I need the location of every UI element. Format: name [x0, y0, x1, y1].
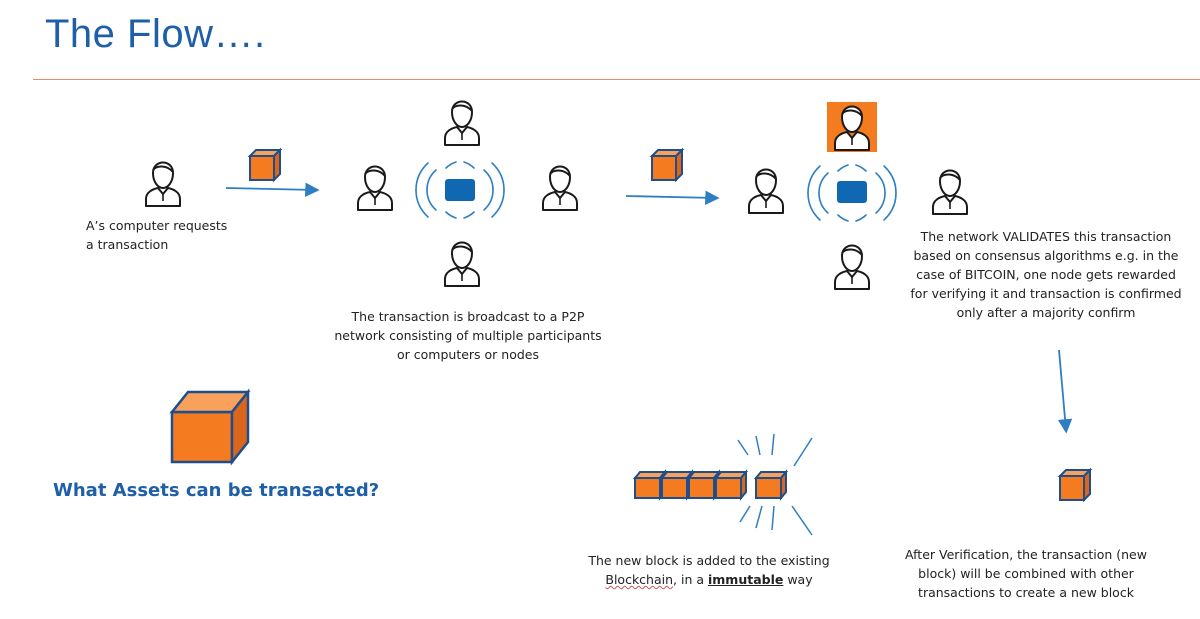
broadcast-node-icon	[445, 179, 475, 201]
validation-node-group	[807, 164, 897, 222]
caption-line: The new block is added to the existing	[588, 553, 830, 568]
new-block-burst-icon	[737, 433, 813, 536]
peer-person-icon-bottom	[444, 241, 480, 287]
broadcast-caption: The transaction is broadcast to a P2P ne…	[318, 307, 618, 364]
peer-person-icon-right	[542, 165, 578, 211]
requester-person-icon	[145, 161, 181, 207]
verify-arrow-icon	[1057, 349, 1073, 434]
caption-line: a transaction	[86, 237, 169, 252]
caption-fragment: way	[783, 572, 813, 587]
asset-cube-icon	[169, 388, 251, 466]
caption-line: only after a majority confirm	[956, 305, 1136, 320]
caption-line: transactions to create a new block	[918, 585, 1134, 600]
title-divider	[33, 79, 1200, 80]
caption-line: The network VALIDATES this transaction	[920, 229, 1172, 244]
new-block-icon	[1059, 469, 1091, 501]
blockchain-chain-icon	[632, 469, 789, 501]
validator-person-icon-bottom	[834, 244, 870, 290]
assets-question[interactable]: What Assets can be transacted?	[53, 480, 380, 501]
caption-line: for verifying it and transaction is conf…	[910, 286, 1182, 301]
validation-node-icon	[837, 181, 867, 203]
blockchain-word: Blockchain	[605, 572, 674, 587]
propagate-arrow-icon	[625, 190, 720, 205]
immutable-word: immutable	[708, 572, 784, 587]
caption-line: A’s computer requests	[86, 218, 228, 233]
broadcast-node-group	[415, 161, 505, 219]
caption-line: case of BITCOIN, one node gets rewarded	[916, 267, 1176, 282]
send-arrow-icon	[225, 182, 320, 197]
caption-fragment: , in a	[673, 572, 708, 587]
request-caption: A’s computer requests a transaction	[86, 216, 227, 254]
caption-line: block) will be combined with other	[918, 566, 1134, 581]
caption-line: based on consensus algorithms e.g. in th…	[913, 248, 1179, 263]
page-title: The Flow….	[45, 12, 266, 56]
validate-caption: The network VALIDATES this transaction b…	[895, 227, 1197, 322]
verification-caption: After Verification, the transaction (new…	[882, 545, 1170, 602]
blockchain-caption: The new block is added to the existing B…	[572, 551, 846, 589]
peer-person-icon-top	[444, 100, 480, 146]
validator-person-icon-right	[932, 169, 968, 215]
validator-person-icon-left	[748, 168, 784, 214]
caption-line: The transaction is broadcast to a P2P	[351, 309, 585, 324]
caption-line: After Verification, the transaction (new	[905, 547, 1147, 562]
caption-line: network consisting of multiple participa…	[334, 328, 602, 343]
transaction-block-icon-2	[651, 149, 683, 181]
caption-line: or computers or nodes	[397, 347, 539, 362]
peer-person-icon-left	[357, 165, 393, 211]
transaction-block-icon	[249, 149, 281, 181]
caption-line: Blockchain, in a immutable way	[572, 570, 846, 589]
